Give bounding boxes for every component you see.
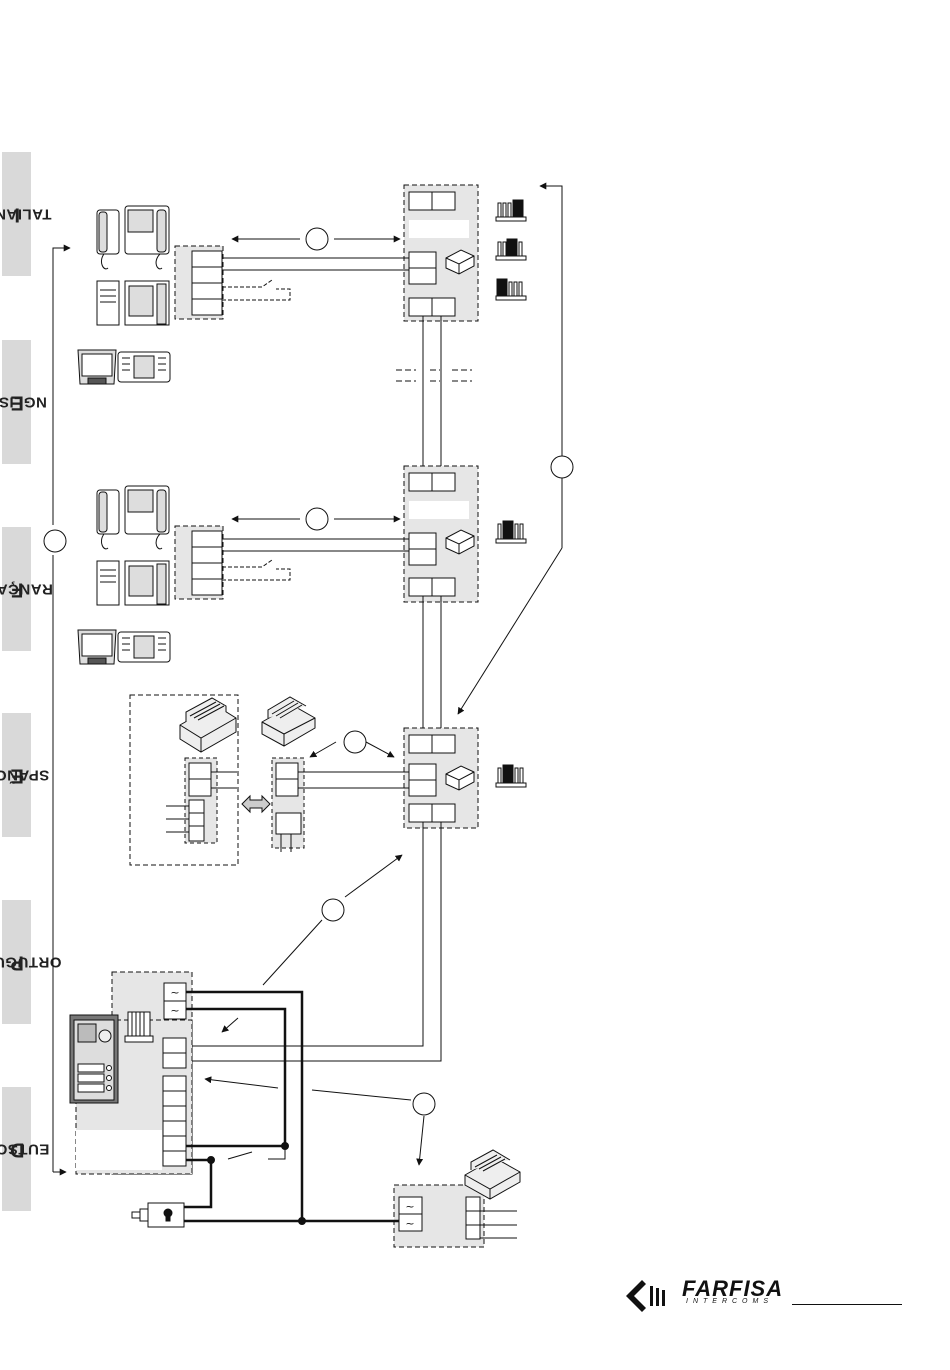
svg-text:~: ~: [405, 1217, 414, 1230]
callout-circle: [322, 899, 344, 921]
logo-subtitle: INTERCOMS: [686, 1298, 773, 1305]
riser-cable: [423, 596, 441, 735]
din-module-icon: [262, 697, 315, 746]
svg-text:~: ~: [170, 1004, 179, 1017]
callout-circle: [551, 456, 573, 478]
handset-icon: [97, 486, 169, 605]
ribbon-connector-icon: [125, 1012, 153, 1042]
dip-switch-icon: [496, 521, 526, 543]
farfisa-logo: FARFISA INTERCOMS: [622, 1276, 902, 1316]
callout-circle: [44, 530, 66, 552]
callout-circle: [413, 1093, 435, 1115]
electric-lock-icon: [132, 1203, 184, 1227]
monitor-icon: [78, 350, 170, 384]
svg-text:~: ~: [405, 1200, 414, 1213]
power-wiring: [184, 992, 399, 1221]
divider: [792, 1304, 902, 1305]
callout-circle: [344, 731, 366, 753]
riser-cable: [423, 316, 441, 473]
callout-circle: [306, 508, 328, 530]
dip-switch-icon: [496, 765, 526, 787]
farfisa-logo-mark-icon: [622, 1276, 680, 1316]
door-panel-icon: [70, 1015, 118, 1103]
dip-switch-icon: [496, 200, 526, 300]
main-left-arrow-line: [53, 248, 70, 1172]
callout-circle: [306, 228, 328, 250]
double-arrow-icon: [242, 796, 270, 812]
svg-text:~: ~: [170, 986, 179, 999]
monitor-icon: [78, 630, 170, 664]
handset-icon: [97, 206, 169, 325]
